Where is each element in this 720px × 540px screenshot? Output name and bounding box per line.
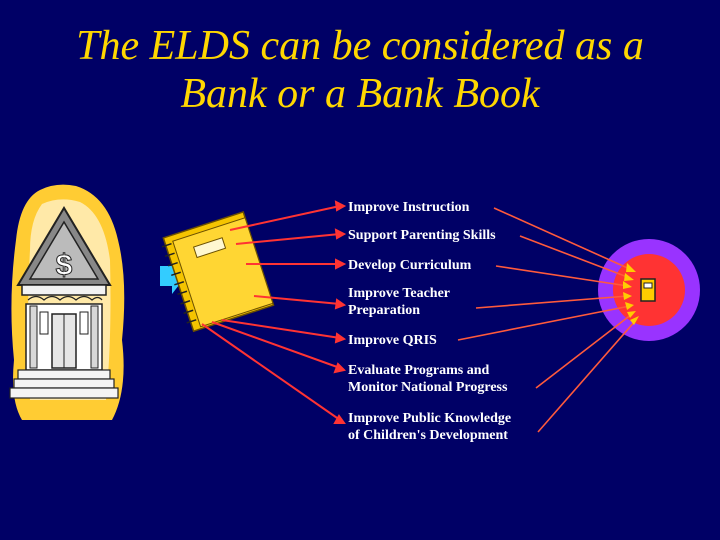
target-arrowheads <box>623 263 639 325</box>
outcome-label: Evaluate Programs and <box>348 363 490 378</box>
slide-title: The ELDS can be considered as a Bank or … <box>0 22 720 118</box>
outcome-item: Improve Instruction <box>348 199 469 216</box>
outcome-label-line-2: of Children's Development <box>348 428 508 443</box>
right-arrows <box>457 207 637 433</box>
arrowhead-icon <box>334 200 347 212</box>
arrowhead-icon <box>333 362 346 374</box>
outcome-item: Improve QRIS <box>348 332 437 349</box>
outcome-label-line-2: Preparation <box>348 303 421 318</box>
outcome-item: Improve Public Knowledge of Children's D… <box>348 410 511 444</box>
outcome-label: Improve Public Knowledge <box>348 411 512 426</box>
outcome-label-line-2: Monitor National Progress <box>348 380 508 395</box>
bank-icon: $ <box>9 184 125 420</box>
outcome-label: Support Parenting Skills <box>348 228 496 243</box>
arrowhead-icon <box>334 332 347 344</box>
arrowhead-icon <box>623 281 632 289</box>
block-arrow-icon <box>160 258 186 294</box>
outcome-item: Develop Curriculum <box>348 257 471 274</box>
outcome-item: Improve Teacher Preparation <box>348 285 450 319</box>
arrowhead-icon <box>334 228 347 240</box>
notebook-icon <box>161 211 275 333</box>
outcome-item: Support Parenting Skills <box>348 227 496 244</box>
outcome-label: Develop Curriculum <box>348 258 472 273</box>
arrowhead-icon <box>333 414 346 424</box>
outcome-label: Improve Instruction <box>348 200 470 215</box>
arrowhead-icon <box>630 316 639 325</box>
arrowhead-icon <box>623 292 632 300</box>
dollar-sign: $ <box>56 249 73 282</box>
outcome-label: Improve Teacher <box>348 286 451 301</box>
title-line-1: The ELDS can be considered as a <box>76 23 644 69</box>
outcome-label: Improve QRIS <box>348 333 437 348</box>
arrowhead-icon <box>334 298 347 310</box>
arrowhead-icon <box>335 258 347 270</box>
arrowhead-icon <box>627 311 636 318</box>
arrowhead-icon <box>626 263 636 272</box>
outcome-item: Evaluate Programs and Monitor National P… <box>348 362 507 396</box>
target-icon <box>598 239 700 341</box>
title-line-2: Bank or a Bank Book <box>180 71 540 117</box>
arrowhead-icon <box>624 273 634 281</box>
left-arrows <box>201 200 347 424</box>
arrowhead-icon <box>625 302 634 310</box>
